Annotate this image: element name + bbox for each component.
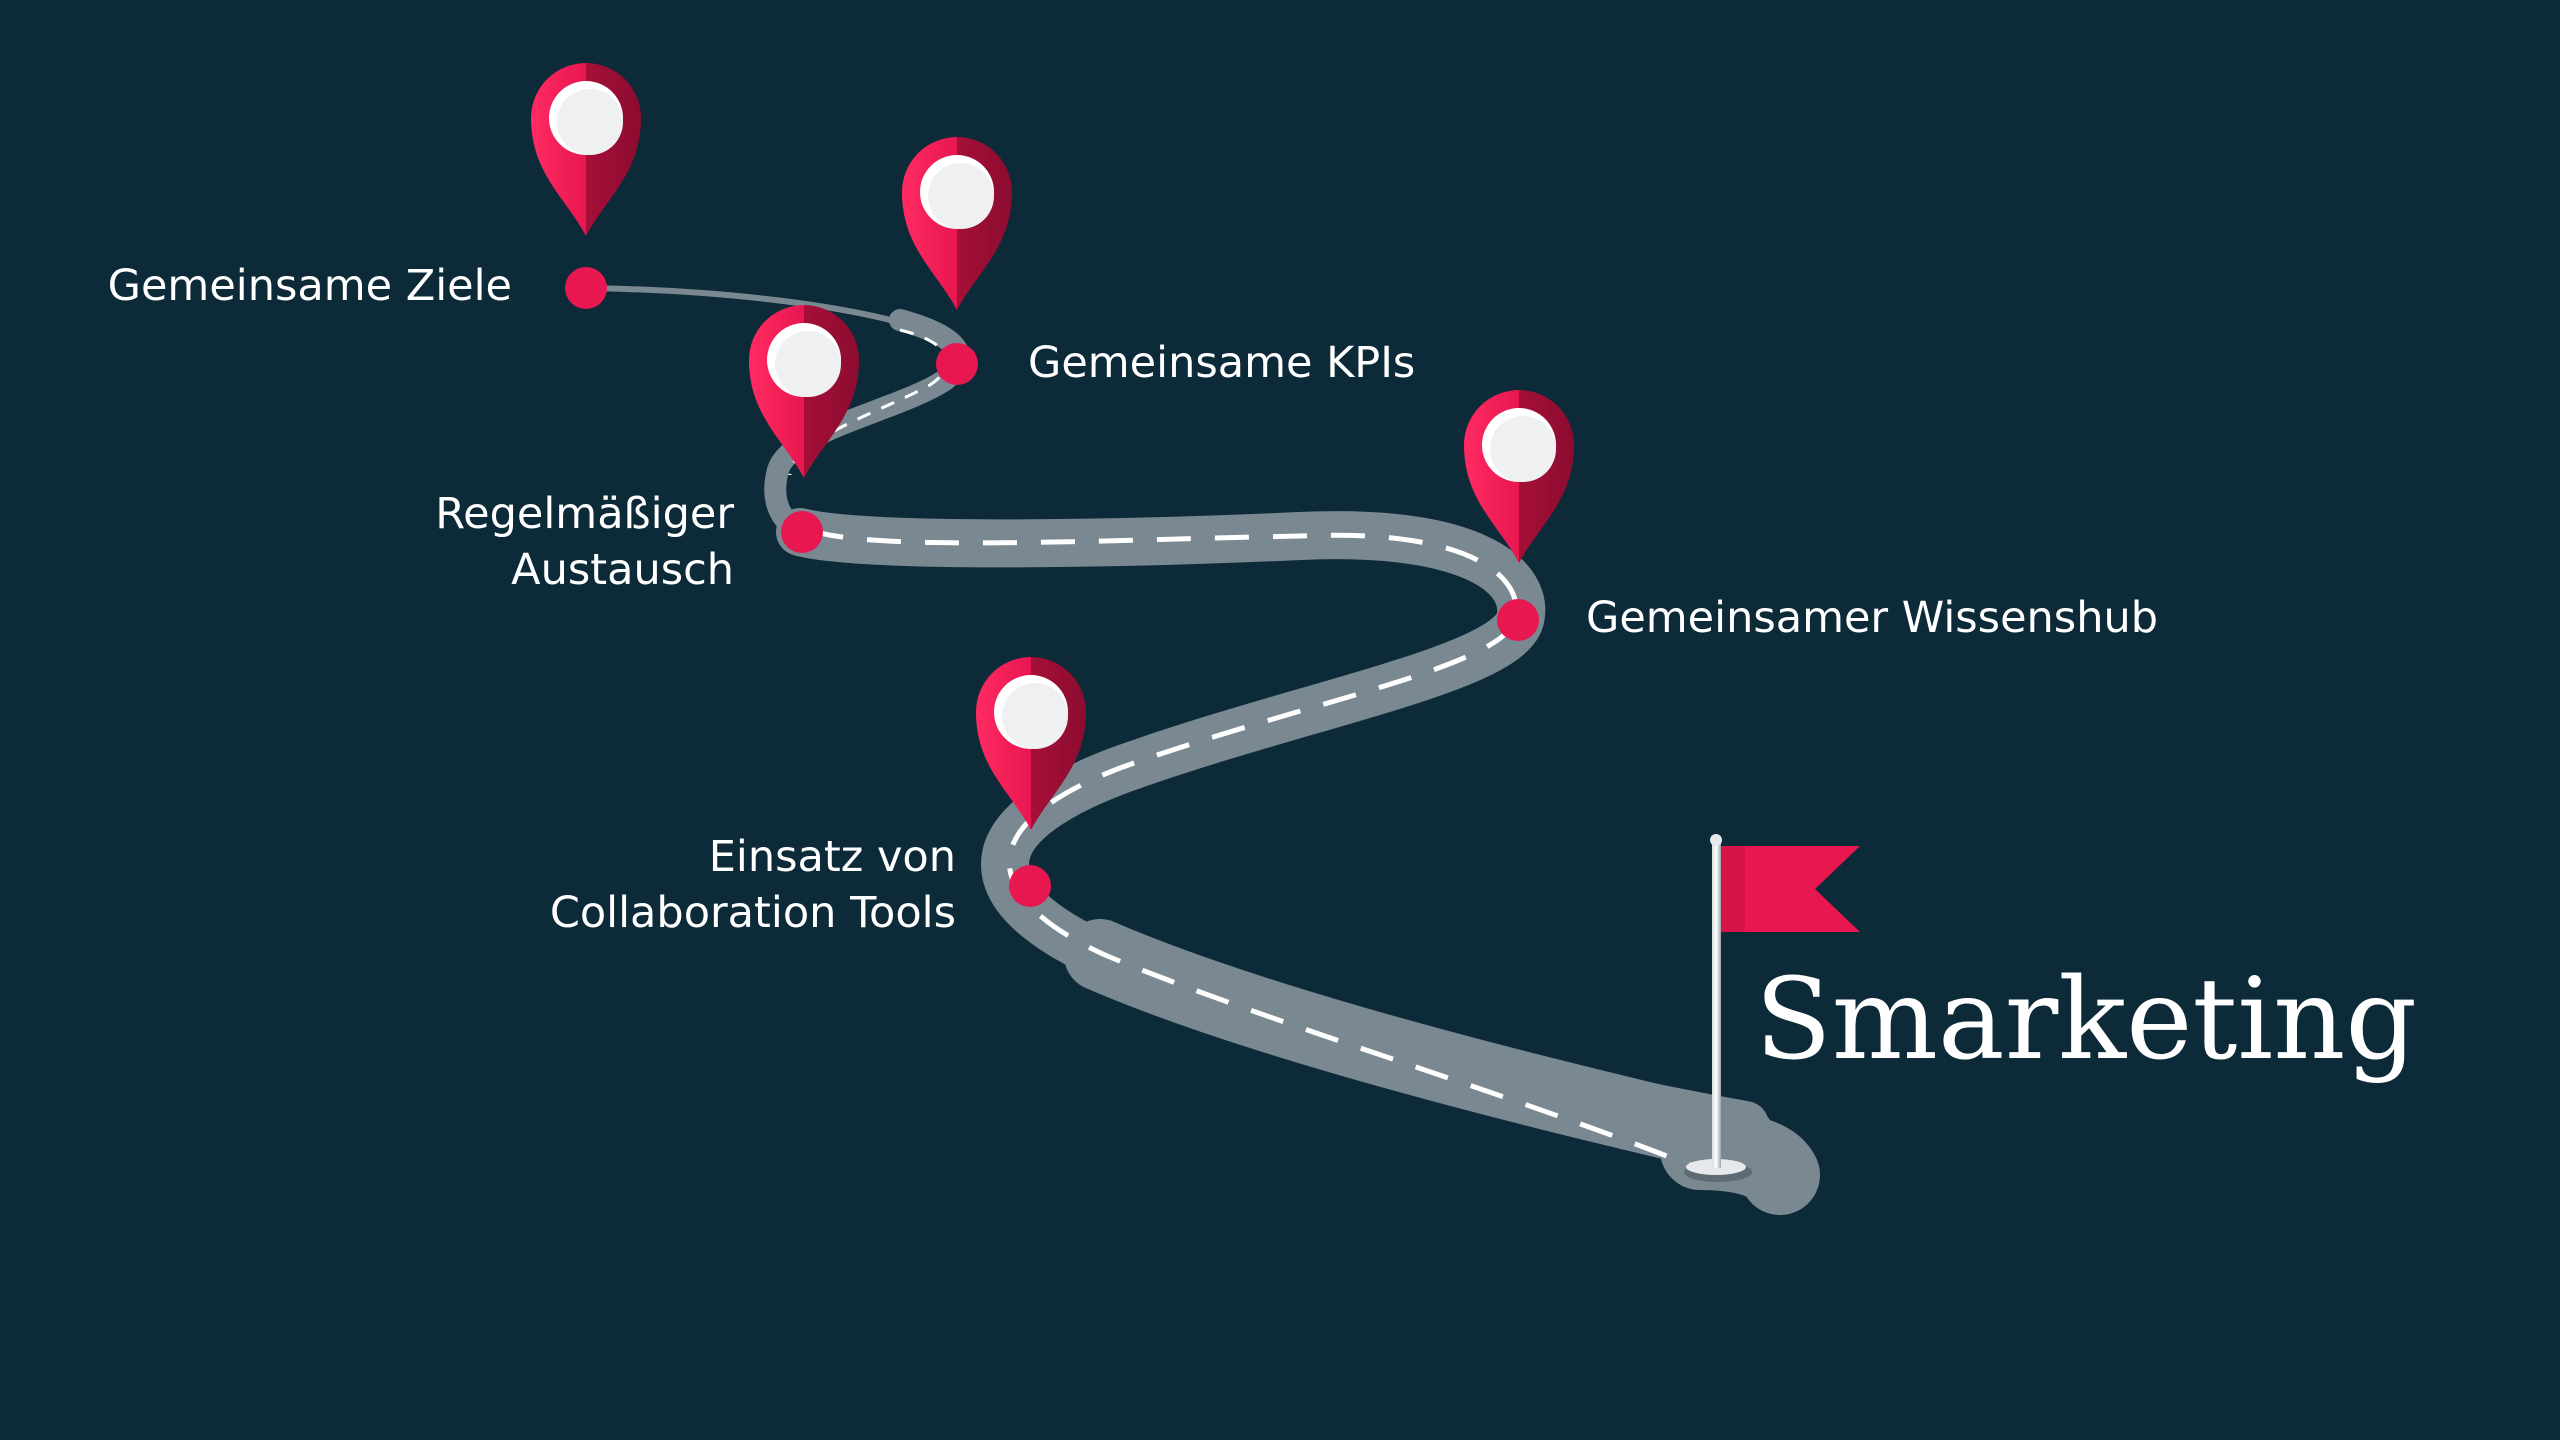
milestone-label-line: Collaboration Tools — [549, 888, 956, 938]
milestone-label-line: Gemeinsame KPIs — [1028, 338, 1416, 388]
road-main-wide — [1064, 919, 1776, 1176]
map-pin-icon — [976, 657, 1086, 830]
milestone-label-line: Regelmäßiger — [435, 489, 734, 539]
milestone-label-line: Gemeinsame Ziele — [107, 261, 512, 311]
location-dot-icon — [781, 511, 823, 553]
milestone-label-knowledge-hub: Gemeinsamer Wissenshub — [1586, 590, 2158, 646]
goal-title: Smarketing — [1755, 955, 2418, 1085]
map-pin-icon — [749, 305, 859, 479]
milestone-label-shared-kpis: Gemeinsame KPIs — [1028, 335, 1415, 391]
milestone-label-collaboration-tools: Einsatz von Collaboration Tools — [550, 829, 956, 941]
flag-icon — [1684, 834, 1860, 1182]
location-dot-icon — [1497, 599, 1539, 641]
milestone-label-line: Einsatz von — [708, 832, 956, 882]
road-end — [1660, 1110, 1820, 1215]
map-pin-icon — [531, 63, 641, 237]
location-dot-icon — [936, 343, 978, 385]
road-dash-main — [809, 527, 1691, 1168]
location-dot-icon — [565, 267, 607, 309]
milestone-label-regular-exchange: Regelmäßiger Austausch — [435, 486, 734, 598]
map-pin-icon — [902, 137, 1012, 311]
milestone-label-line: Austausch — [511, 545, 734, 595]
map-pin-icon — [1464, 390, 1574, 563]
location-dot-icon — [1009, 865, 1051, 907]
milestone-label-line: Gemeinsamer Wissenshub — [1586, 593, 2158, 643]
milestone-label-shared-goals: Gemeinsame Ziele — [108, 258, 512, 314]
